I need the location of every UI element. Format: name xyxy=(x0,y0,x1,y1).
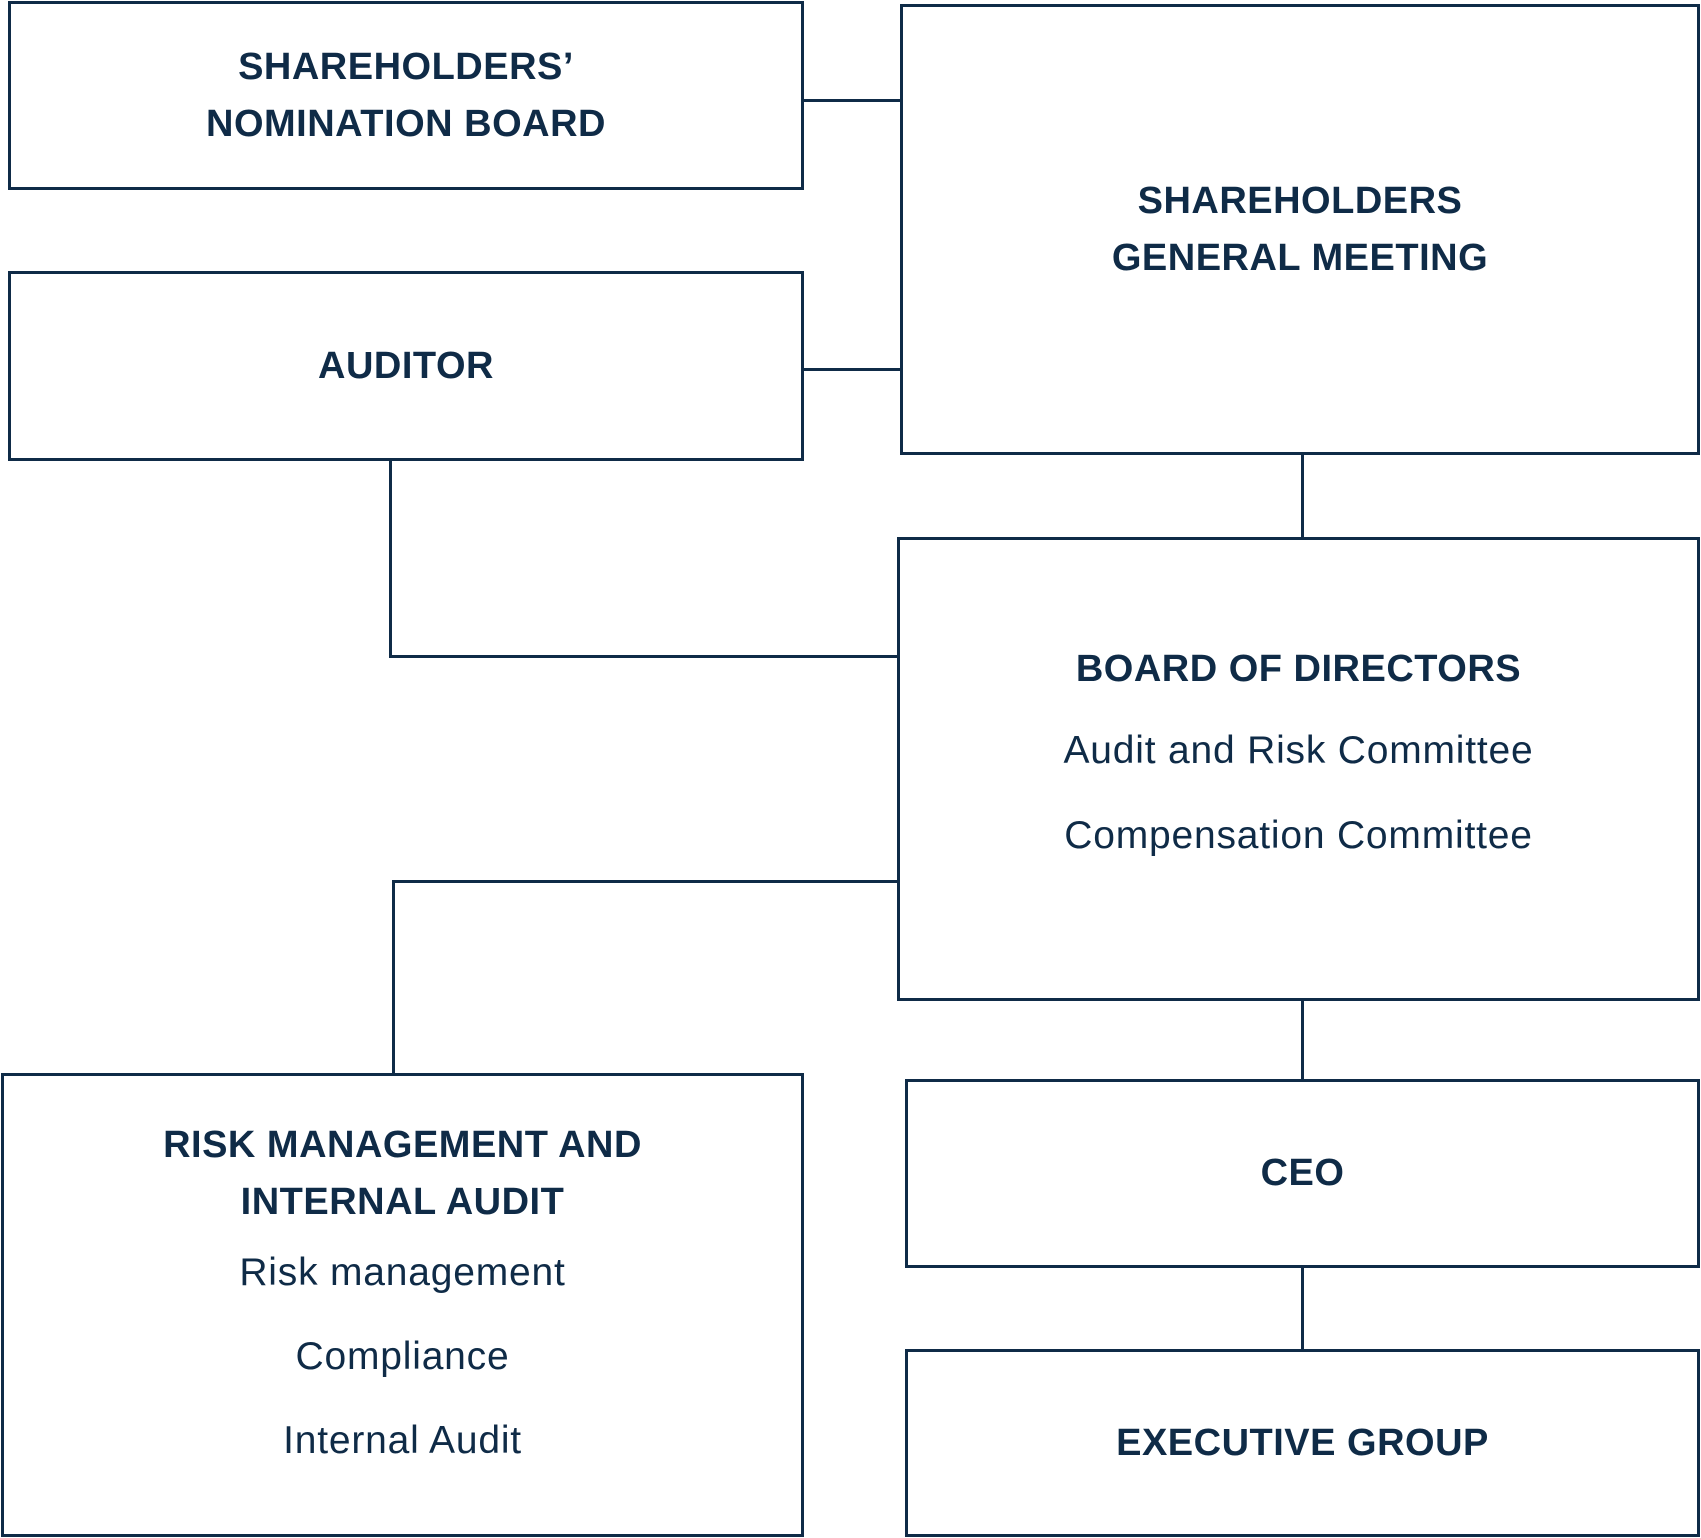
title-line: BOARD OF DIRECTORS xyxy=(1075,647,1522,690)
committee-item: Audit and Risk Committee xyxy=(1063,728,1534,772)
title-line: EXECUTIVE GROUP xyxy=(1116,1421,1489,1464)
shareholders-nomination-board-box: SHAREHOLDERS’ NOMINATION BOARD xyxy=(8,1,804,190)
connector-board-ceo xyxy=(1301,1000,1304,1080)
box-title: SHAREHOLDERS GENERAL MEETING xyxy=(1112,173,1488,287)
board-of-directors-box: BOARD OF DIRECTORS Audit and Risk Commit… xyxy=(897,537,1700,1001)
auditor-box: AUDITOR xyxy=(8,271,804,461)
box-title: BOARD OF DIRECTORS xyxy=(1076,641,1521,698)
box-title: SHAREHOLDERS’ NOMINATION BOARD xyxy=(206,39,606,153)
box-title: EXECUTIVE GROUP xyxy=(1116,1415,1489,1472)
connector-board-risk-vertical xyxy=(392,880,395,1074)
shareholders-general-meeting-box: SHAREHOLDERS GENERAL MEETING xyxy=(900,4,1700,455)
connector-auditor-board-vertical xyxy=(389,460,392,658)
title-line: INTERNAL AUDIT xyxy=(240,1181,565,1223)
committee-list: Audit and Risk Committee Compensation Co… xyxy=(1063,708,1533,878)
title-line: RISK MANAGEMENT AND xyxy=(163,1124,642,1166)
connector-board-risk-horizontal xyxy=(392,880,898,883)
committee-item: Compensation Committee xyxy=(1064,813,1533,857)
function-item: Internal Audit xyxy=(283,1419,522,1462)
box-title: CEO xyxy=(1261,1145,1345,1202)
box-title: RISK MANAGEMENT AND INTERNAL AUDIT xyxy=(163,1117,642,1231)
title-line: NOMINATION BOARD xyxy=(206,102,606,145)
connector-auditor-general-meeting xyxy=(803,368,901,371)
title-line: GENERAL MEETING xyxy=(1111,236,1489,279)
function-item: Compliance xyxy=(295,1335,510,1378)
title-line: SHAREHOLDERS xyxy=(1137,179,1463,222)
function-list: Risk management Compliance Internal Audi… xyxy=(239,1231,565,1483)
connector-general-meeting-board xyxy=(1301,454,1304,538)
executive-group-box: EXECUTIVE GROUP xyxy=(905,1349,1700,1537)
ceo-box: CEO xyxy=(905,1079,1700,1268)
title-line: CEO xyxy=(1260,1152,1345,1194)
title-line: SHAREHOLDERS’ xyxy=(238,45,574,88)
title-line: AUDITOR xyxy=(318,344,494,387)
connector-nomination-board-general-meeting xyxy=(803,99,901,102)
connector-ceo-executive-group xyxy=(1301,1267,1304,1350)
connector-auditor-board-horizontal xyxy=(389,655,898,658)
risk-management-internal-audit-box: RISK MANAGEMENT AND INTERNAL AUDIT Risk … xyxy=(1,1073,804,1537)
box-title: AUDITOR xyxy=(318,338,494,395)
function-item: Risk management xyxy=(239,1251,566,1294)
